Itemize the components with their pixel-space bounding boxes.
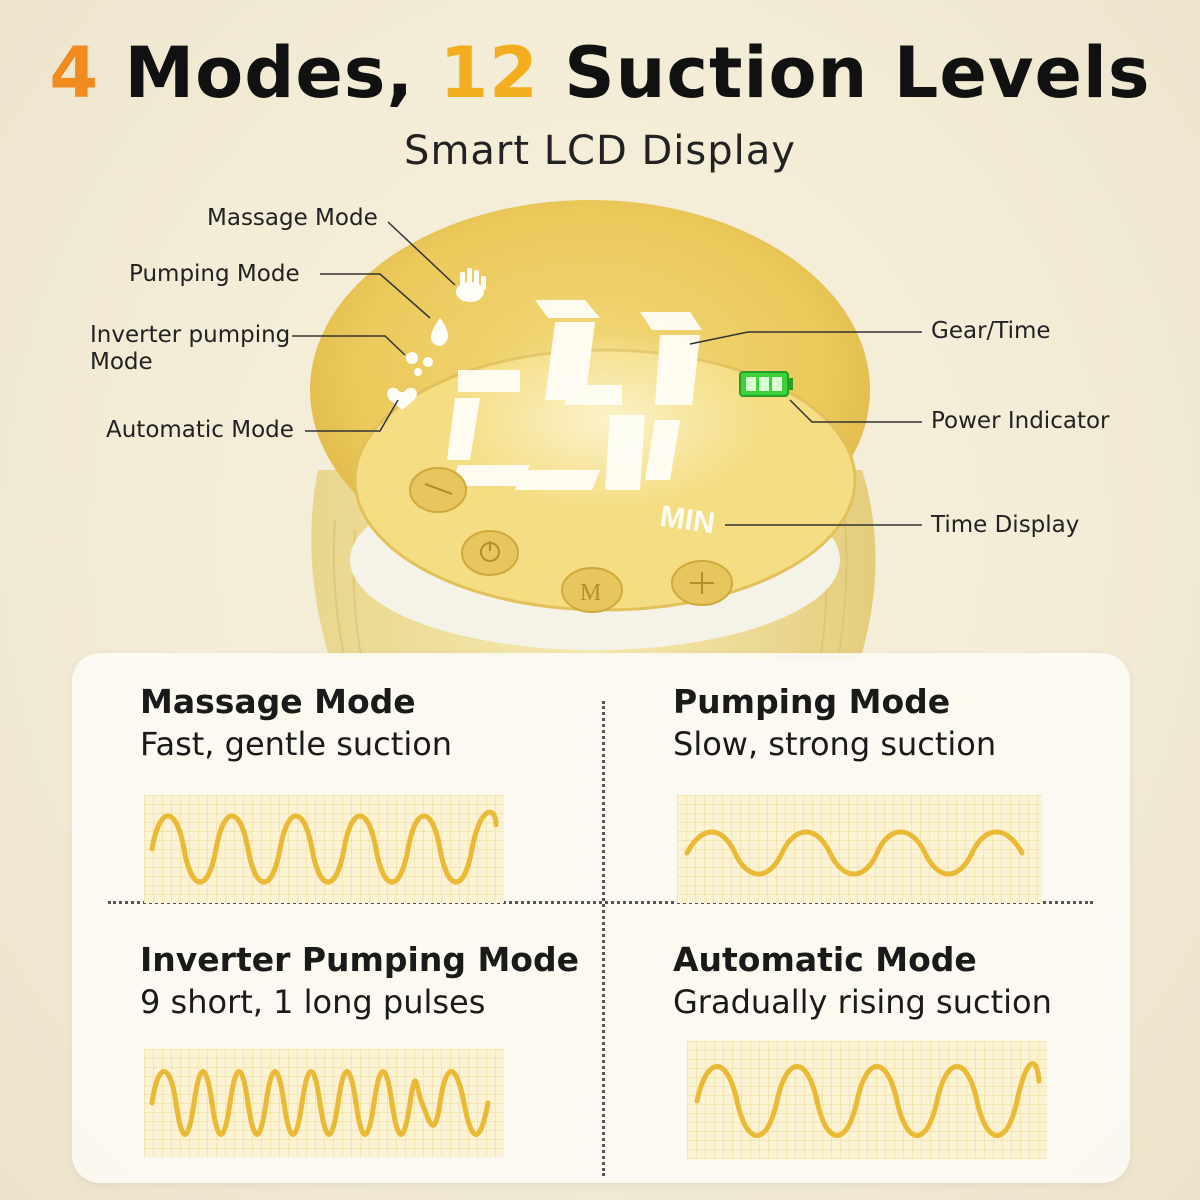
pumping-wave-graph — [677, 795, 1042, 903]
mode-description: Slow, strong suction — [673, 725, 997, 763]
mode-card-inverter: Inverter Pumping Mode 9 short, 1 long pu… — [140, 941, 610, 1181]
massage-wave-graph — [144, 795, 504, 903]
mode-description: Gradually rising suction — [673, 983, 1052, 1021]
pumping-wave — [684, 829, 1025, 877]
mode-card-pumping: Pumping Mode Slow, strong suction — [673, 683, 1143, 923]
page-title: 4 Modes, 12 Suction Levels — [0, 32, 1200, 114]
callout-time-display: Time Display — [931, 512, 1080, 538]
mode-card-massage: Massage Mode Fast, gentle suction — [140, 683, 610, 923]
title-text-2: Suction Levels — [538, 32, 1151, 114]
mode-name: Automatic Mode — [673, 940, 977, 979]
device-buttons: M — [409, 467, 733, 613]
mode-description: 9 short, 1 long pulses — [140, 983, 486, 1021]
callout-inverter-line1: Inverter pumping — [90, 322, 291, 348]
mode-name: Massage Mode — [140, 682, 416, 721]
droplets-icon — [406, 352, 433, 376]
display-unit-label: MIN — [658, 500, 717, 540]
mode-card-automatic: Automatic Mode Gradually rising suction — [673, 941, 1143, 1181]
callout-automatic-mode: Automatic Mode — [106, 417, 294, 443]
title-level-count: 12 — [439, 32, 539, 114]
segment-display — [447, 300, 702, 490]
inverter-wave-graph — [144, 1049, 504, 1157]
power-button — [461, 530, 519, 576]
mode-icons — [387, 268, 486, 410]
mode-button — [561, 567, 623, 613]
callout-inverter-line2: Mode — [90, 349, 153, 375]
callout-pumping-mode: Pumping Mode — [129, 261, 300, 287]
automatic-wave — [694, 1061, 1042, 1138]
massage-wave — [149, 809, 499, 885]
title-text-1: Modes, — [99, 32, 440, 114]
modes-panel: Massage Mode Fast, gentle suction Pumpin… — [72, 653, 1130, 1183]
automatic-wave-graph — [687, 1041, 1047, 1159]
horizontal-divider — [108, 901, 1093, 904]
page-subtitle: Smart LCD Display — [404, 128, 796, 174]
drop-icon — [431, 318, 448, 346]
heart-icon — [387, 387, 417, 410]
callout-massage-mode: Massage Mode — [207, 205, 378, 231]
callout-power-indicator: Power Indicator — [931, 408, 1110, 434]
title-mode-count: 4 — [49, 32, 100, 114]
svg-text:M: M — [580, 580, 601, 606]
hand-icon — [456, 268, 486, 302]
callout-inverter-mode: Inverter pumping Mode — [90, 322, 290, 376]
inverter-wave — [149, 1069, 491, 1137]
battery-icon — [739, 371, 793, 397]
callout-gear-time: Gear/Time — [931, 318, 1051, 344]
vertical-divider — [602, 701, 605, 1176]
mode-name: Pumping Mode — [673, 682, 951, 721]
minus-button — [409, 467, 467, 513]
mode-name: Inverter Pumping Mode — [140, 940, 579, 979]
mode-description: Fast, gentle suction — [140, 725, 453, 763]
